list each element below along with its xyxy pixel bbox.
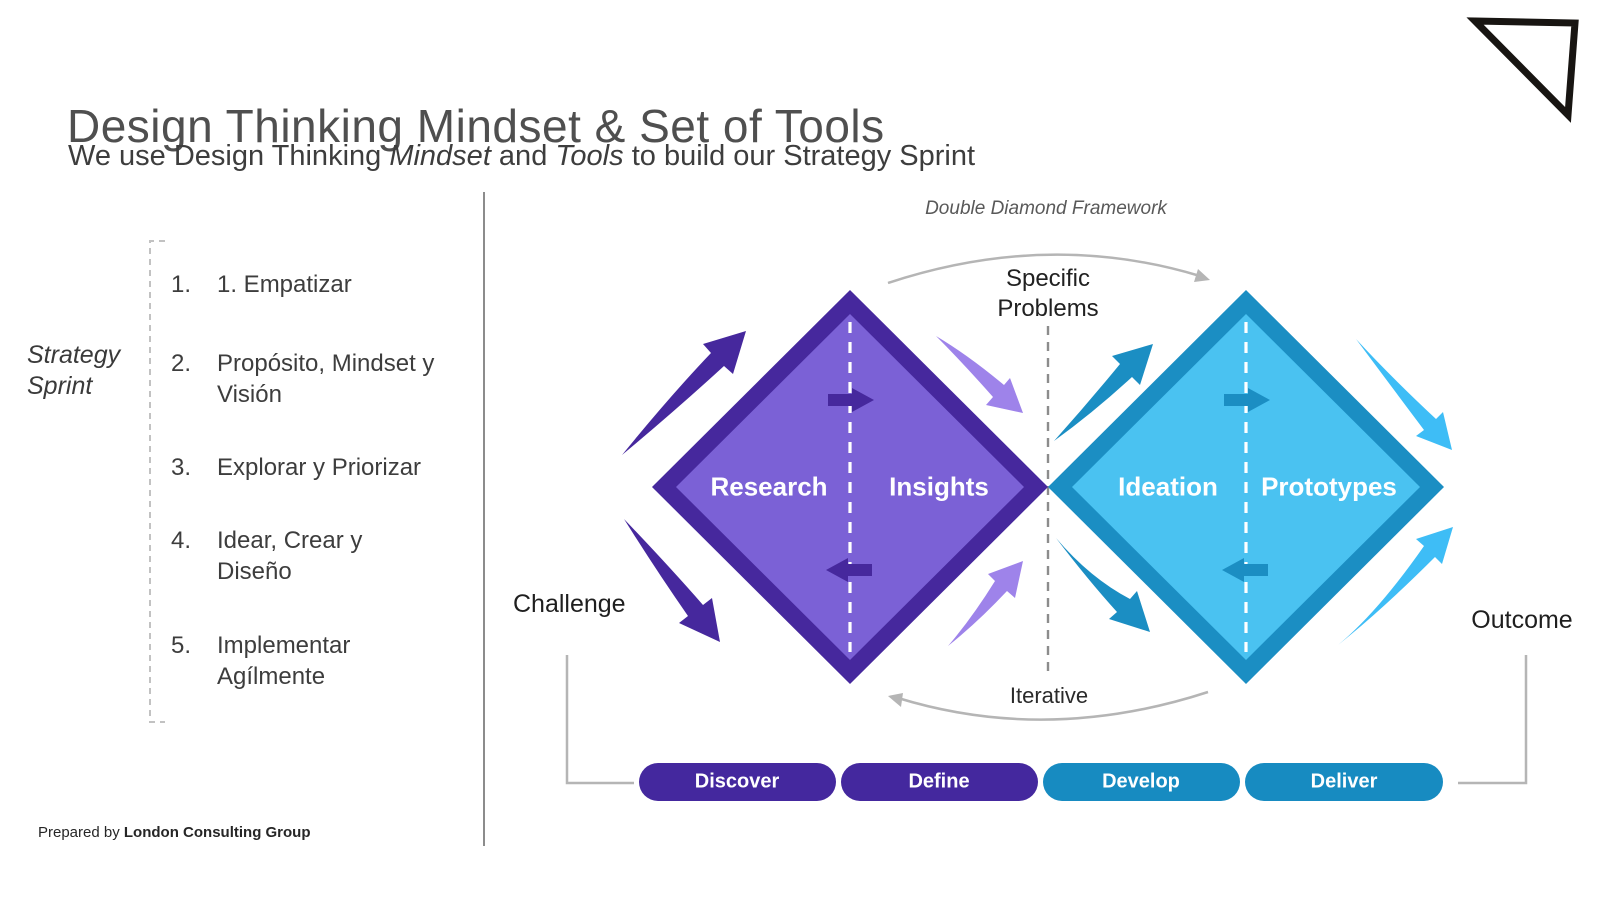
blue-converge-top-arrow [1356,339,1452,450]
list-item-number: 1. [171,271,192,298]
list-item-text: Implementar Agílmente [217,632,351,690]
list-item: 2. Propósito, Mindset y Visión [171,348,442,410]
diamond1-research-label: Research [710,471,828,502]
list-item: 4. Idear, Crear y Diseño [171,525,392,587]
stage-label-discover: Discover [694,770,780,793]
page-subtitle: We use Design Thinking Mindset and Tools… [68,140,975,173]
iterative-label: Iterative [1009,683,1089,708]
blue-diverge-top-arrow [1054,344,1153,441]
list-item: 5. Implementar Agílmente [171,630,392,692]
stage-label-deliver: Deliver [1310,770,1378,793]
purple-diverge-bottom-arrow [624,519,720,642]
diamond2-prototypes-label: Prototypes [1261,471,1397,502]
purple-converge-bottom-arrow [948,561,1023,646]
footer-prefix: Prepared by [38,824,124,841]
stage-label-develop: Develop [1102,770,1180,793]
list-item-text: Explorar y Priorizar [217,454,422,481]
challenge-label: Challenge [513,590,626,618]
list-item-number: 4. [171,527,192,554]
top-arc-arrowhead-icon [1194,269,1210,282]
diamond1-right-arrow-icon [828,388,874,412]
purple-diverge-top-arrow [622,331,746,455]
list-item-number: 3. [171,454,192,481]
diamond2-left-arrow-icon [1222,558,1268,582]
list-item-number: 2. [171,350,192,377]
page-title: Design Thinking Mindset & Set of Tools [67,99,885,152]
stage-pill-discover [639,763,836,801]
blue-converge-bottom-arrow [1338,527,1453,645]
list-item-text: 1. Empatizar [217,271,352,298]
diamond1-insights-label: Insights [889,471,989,502]
blue-diverge-bottom-arrow [1056,538,1150,632]
iterative-arc-arrowhead-icon [888,693,903,707]
diamond2-ideation-label: Ideation [1118,471,1218,502]
company-logo-triangle-icon [1466,17,1579,123]
top-arc-arrow [887,253,1201,285]
strategy-sprint-label: Strategy Sprint [27,341,121,400]
list-item-text: Propósito, Mindset y Visión [217,350,435,408]
purple-converge-top-arrow [936,336,1023,413]
stage-pill-define [841,763,1038,801]
outcome-label: Outcome [1471,606,1573,634]
stage-pill-deliver [1245,763,1443,801]
list-item-number: 5. [171,632,192,659]
outcome-bracket-line [1458,655,1528,785]
subtitle-part: to build our Strategy Sprint [623,140,976,172]
footer: Prepared by London Consulting Group [38,824,311,841]
stage-pill-develop [1043,763,1240,801]
subtitle-part: and [490,140,556,172]
list-item-text: Idear, Crear y Diseño [217,527,363,585]
subtitle-part: We use Design Thinking [68,140,390,172]
list-item: 1. 1. Empatizar [171,269,352,300]
subtitle-tools: Tools [555,140,624,172]
diamond1-left-arrow-icon [826,558,872,582]
iterative-arc-arrow [897,690,1209,721]
diagram-caption: Double Diamond Framework [925,198,1167,219]
diamond2-right-arrow-icon [1224,388,1270,412]
challenge-bracket-line [565,655,634,785]
list-dashed-bracket [149,240,165,723]
subtitle-mindset: Mindset [389,140,491,172]
footer-company: London Consulting Group [123,824,311,841]
list-item: 3. Explorar y Priorizar [171,452,421,483]
specific-problems-label: Specific Problems [997,265,1099,322]
stage-label-define: Define [908,770,970,793]
